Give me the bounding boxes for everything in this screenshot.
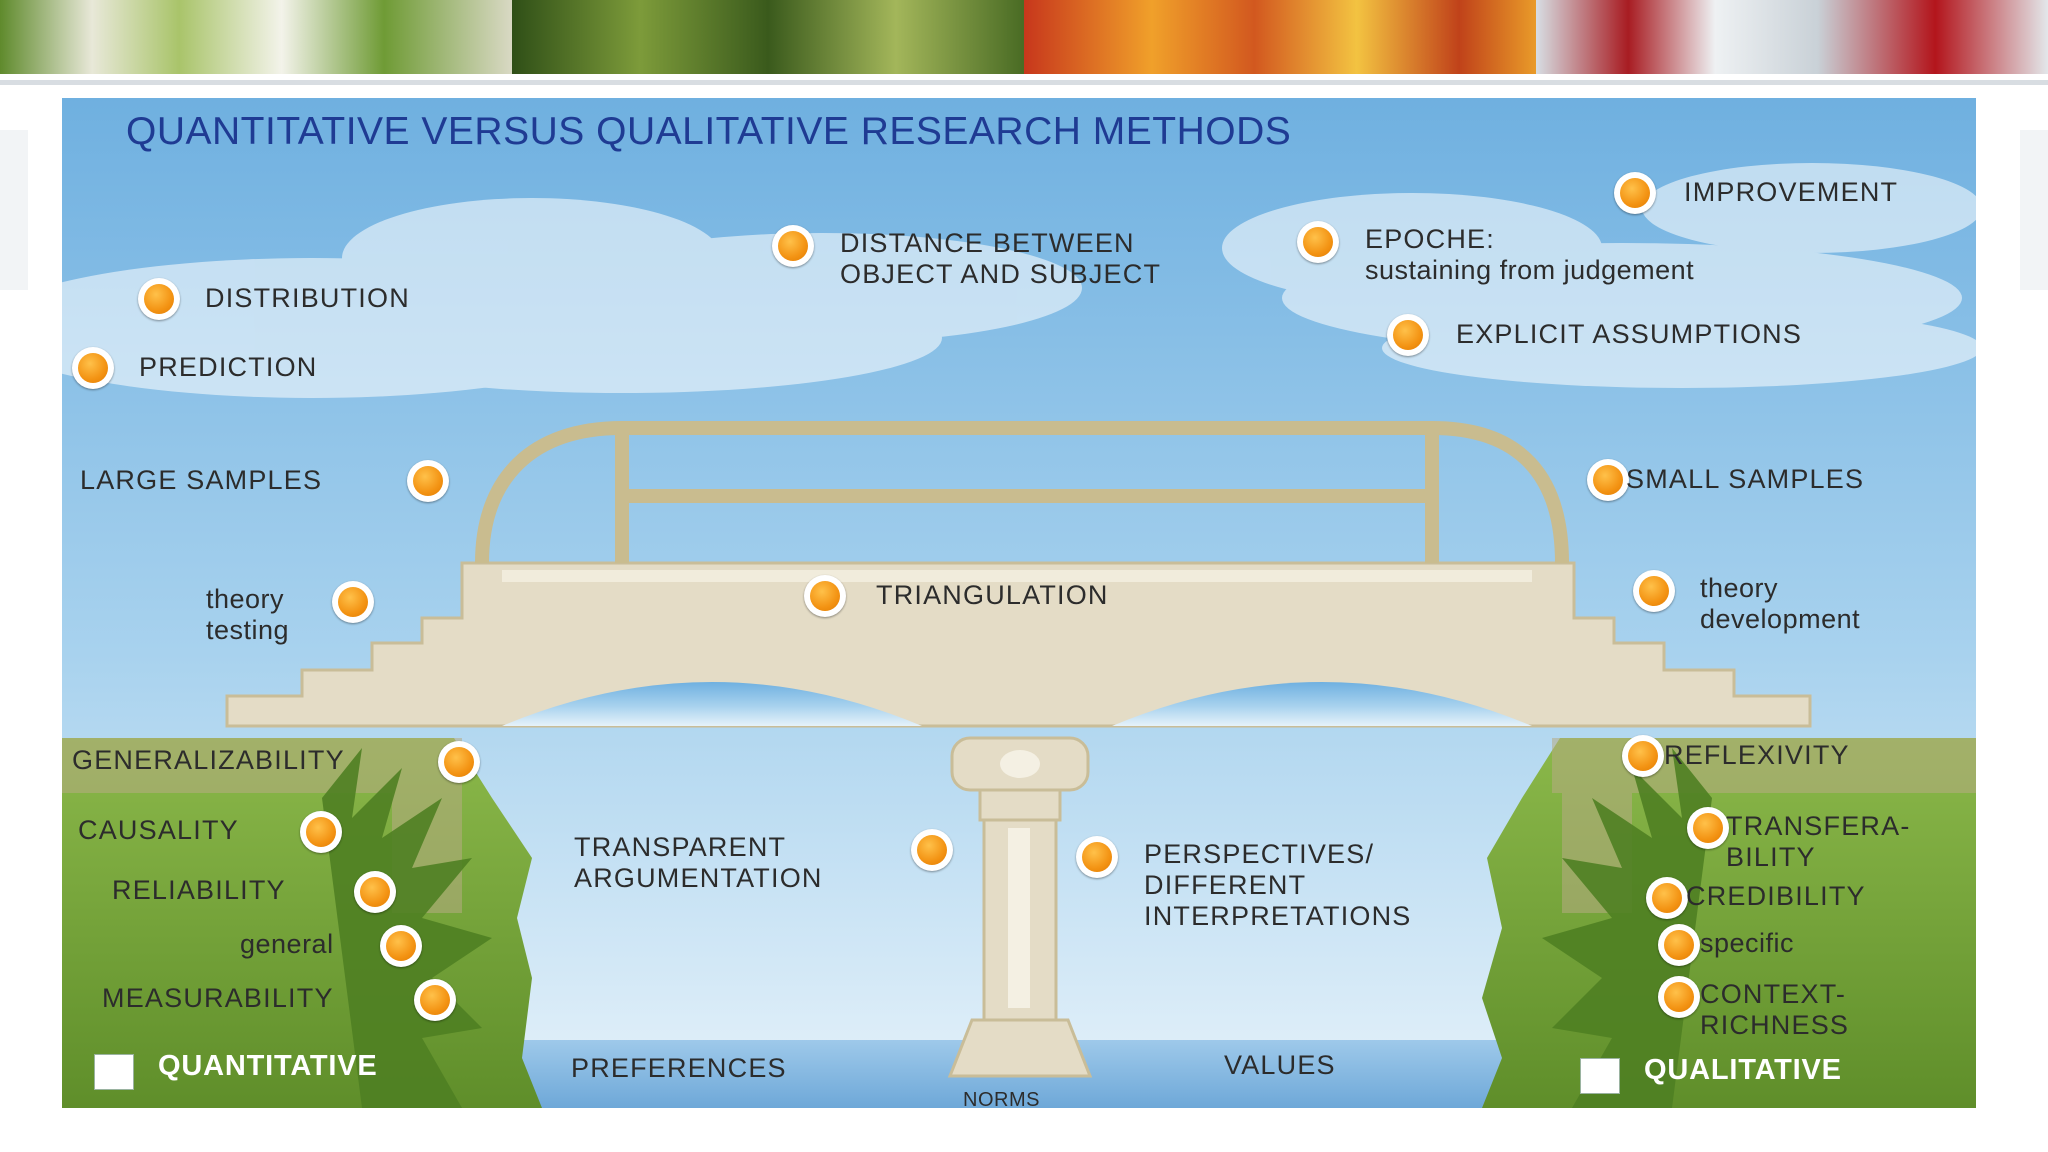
- qualitative-legend-box: [1580, 1058, 1620, 1094]
- credibility-label: CREDIBILITY: [1686, 881, 1866, 911]
- banner-autumn-image: [1024, 0, 1536, 74]
- reliability-bullet-icon: [354, 871, 396, 913]
- perspectives-label-line1: PERSPECTIVES/: [1144, 839, 1375, 869]
- reflexivity-label: REFLEXIVITY: [1664, 740, 1850, 770]
- epoche-label-line1: EPOCHE:: [1365, 224, 1495, 254]
- bridge-pillar: [947, 736, 1093, 1078]
- distribution-bullet-icon: [138, 278, 180, 320]
- context-richness-bullet-icon: [1658, 976, 1700, 1018]
- specific-label: specific: [1700, 928, 1795, 958]
- perspectives-label-line3: INTERPRETATIONS: [1144, 901, 1412, 931]
- small-samples-bullet-icon: [1587, 459, 1629, 501]
- specific-bullet-icon: [1658, 924, 1700, 966]
- preferences-label: PREFERENCES: [571, 1053, 787, 1083]
- diagram-frame: QUANTITATIVE VERSUS QUALITATIVE RESEARCH…: [62, 98, 1976, 1108]
- measurability-bullet-icon: [414, 979, 456, 1021]
- transparent-argumentation-bullet-icon: [911, 829, 953, 871]
- small-samples-label: SMALL SAMPLES: [1626, 464, 1865, 494]
- prediction-bullet-icon: [72, 347, 114, 389]
- banner-summer-image: [512, 0, 1024, 74]
- distance-label-line1: DISTANCE BETWEEN: [840, 228, 1135, 258]
- causality-bullet-icon: [300, 811, 342, 853]
- explicit-assumptions-bullet-icon: [1387, 314, 1429, 356]
- header-banner: [0, 0, 2048, 74]
- reflexivity-bullet-icon: [1622, 735, 1664, 777]
- right-grass: [1482, 738, 1976, 1108]
- generalizability-bullet-icon: [438, 741, 480, 783]
- theory-testing-label-line2: testing: [206, 615, 290, 645]
- reliability-label: RELIABILITY: [112, 875, 286, 905]
- epoche-bullet-icon: [1297, 221, 1339, 263]
- transferability-label-line2: BILITY: [1726, 842, 1816, 872]
- transferability-label-line1: TRANSFERA-: [1726, 811, 1911, 841]
- quantitative-legend-box: [94, 1054, 134, 1090]
- theory-development-label-line1: theory: [1700, 573, 1779, 603]
- banner-spring-image: [0, 0, 512, 74]
- qualitative-legend-label: QUALITATIVE: [1644, 1054, 1842, 1086]
- credibility-bullet-icon: [1646, 877, 1688, 919]
- transparent-argumentation-label-line2: ARGUMENTATION: [574, 863, 823, 893]
- general-bullet-icon: [380, 925, 422, 967]
- theory-testing-label-line1: theory: [206, 584, 285, 614]
- right-side-panel: [2020, 130, 2048, 290]
- context-richness-label-line2: RICHNESS: [1700, 1010, 1850, 1040]
- bridge-deck: [225, 561, 1812, 728]
- distance-bullet-icon: [772, 225, 814, 267]
- measurability-label: MEASURABILITY: [102, 983, 334, 1013]
- banner-winter-image: [1536, 0, 2048, 74]
- epoche-label-line2: sustaining from judgement: [1365, 255, 1695, 285]
- transferability-bullet-icon: [1687, 807, 1729, 849]
- values-label: VALUES: [1224, 1050, 1336, 1080]
- theory-development-label-line2: development: [1700, 604, 1861, 634]
- quantitative-legend-label: QUANTITATIVE: [158, 1050, 378, 1082]
- causality-label: CAUSALITY: [78, 815, 239, 845]
- left-side-panel: [0, 130, 28, 290]
- explicit-assumptions-label: EXPLICIT ASSUMPTIONS: [1456, 319, 1803, 349]
- triangulation-bullet-icon: [804, 575, 846, 617]
- generalizability-label: GENERALIZABILITY: [72, 745, 345, 775]
- distribution-label: DISTRIBUTION: [205, 283, 410, 313]
- large-samples-bullet-icon: [407, 460, 449, 502]
- perspectives-label-line2: DIFFERENT: [1144, 870, 1307, 900]
- theory-development-bullet-icon: [1633, 570, 1675, 612]
- improvement-bullet-icon: [1614, 172, 1656, 214]
- perspectives-bullet-icon: [1076, 836, 1118, 878]
- large-samples-label: LARGE SAMPLES: [80, 465, 323, 495]
- prediction-label: PREDICTION: [139, 352, 318, 382]
- clouds: [62, 163, 1976, 398]
- banner-divider: [0, 80, 2048, 85]
- distance-label-line2: OBJECT AND SUBJECT: [840, 259, 1162, 289]
- triangulation-label: TRIANGULATION: [876, 580, 1109, 610]
- improvement-label: IMPROVEMENT: [1684, 177, 1899, 207]
- page-title: QUANTITATIVE VERSUS QUALITATIVE RESEARCH…: [126, 110, 1292, 153]
- context-richness-label-line1: CONTEXT-: [1700, 979, 1847, 1009]
- general-label: general: [240, 929, 334, 959]
- theory-testing-bullet-icon: [332, 581, 374, 623]
- bridge-railing: [475, 421, 1569, 564]
- transparent-argumentation-label-line1: TRANSPARENT: [574, 832, 787, 862]
- norms-label: NORMS: [963, 1089, 1040, 1108]
